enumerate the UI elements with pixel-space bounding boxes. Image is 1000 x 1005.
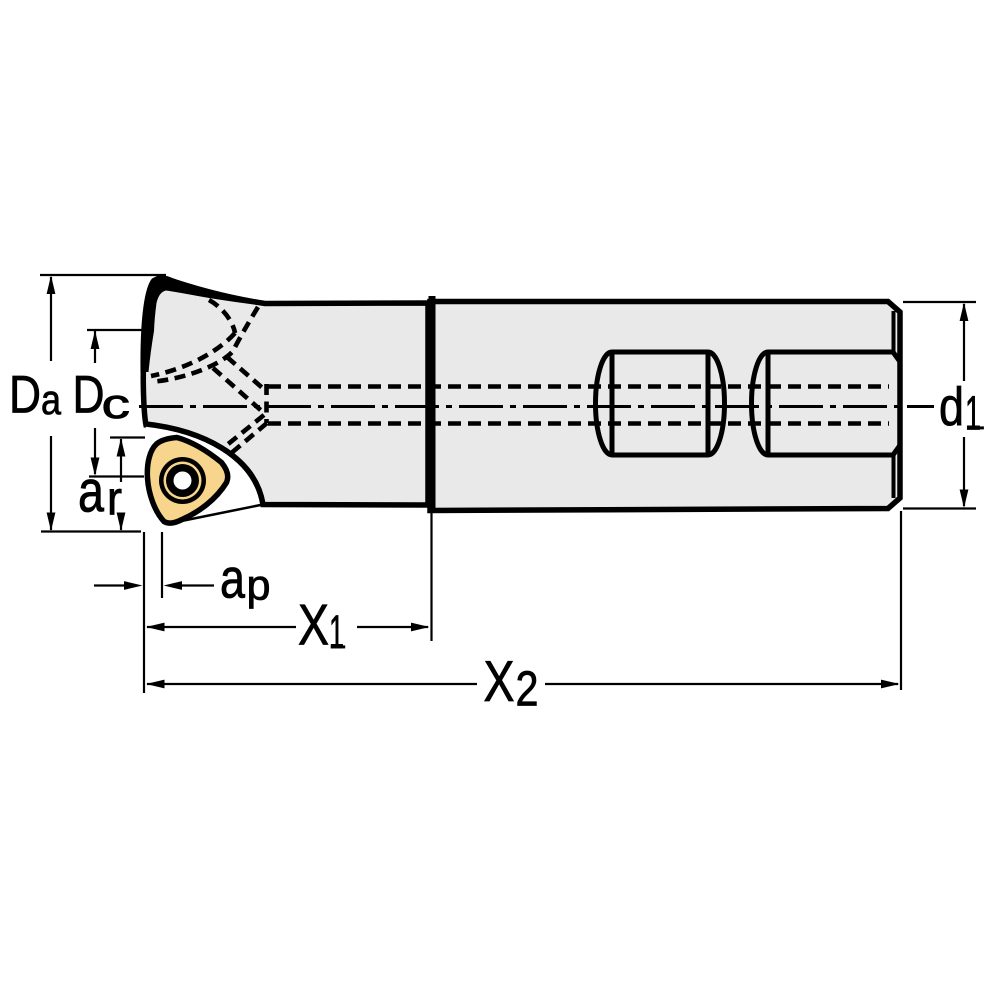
svg-text:r: r xyxy=(107,472,122,525)
svg-text:c: c xyxy=(102,380,131,427)
svg-text:D: D xyxy=(9,366,41,425)
svg-text:p: p xyxy=(247,562,271,610)
svg-text:D: D xyxy=(73,366,105,425)
svg-text:X: X xyxy=(298,594,329,658)
svg-text:a: a xyxy=(220,546,246,609)
svg-text:2: 2 xyxy=(516,663,539,717)
svg-text:X: X xyxy=(484,650,515,714)
svg-text:a: a xyxy=(78,459,104,525)
svg-text:1: 1 xyxy=(965,387,981,440)
svg-text:a: a xyxy=(41,376,62,423)
svg-text:1: 1 xyxy=(329,606,344,659)
svg-text:d: d xyxy=(939,377,964,437)
